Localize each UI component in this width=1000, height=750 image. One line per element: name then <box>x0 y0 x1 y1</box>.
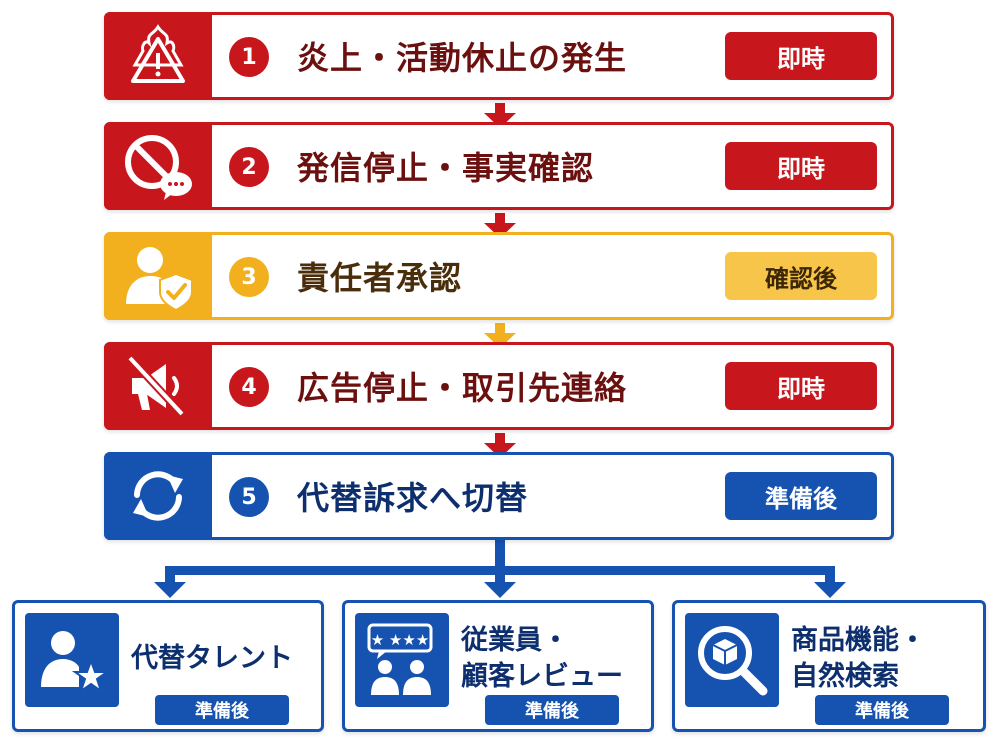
switch-cycle-icon <box>104 452 212 540</box>
step-title: 責任者承認 <box>297 259 463 297</box>
option-title-line1: 従業員・ <box>461 625 569 656</box>
timing-badge: 即時 <box>725 142 877 190</box>
timing-badge: 即時 <box>725 32 877 80</box>
step-title: 広告停止・取引先連絡 <box>297 369 628 407</box>
step-3-approval: 3 責任者承認 確認後 <box>104 232 894 320</box>
option-card-product-search: 商品機能・ 自然検索 準備後 <box>672 600 986 732</box>
option-title-line2: 顧客レビュー <box>461 661 623 692</box>
manager-approval-icon <box>104 232 212 320</box>
step-title: 発信停止・事実確認 <box>297 149 595 187</box>
person-star-icon <box>25 613 119 707</box>
step-5-switch-appeal: 5 代替訴求へ切替 準備後 <box>104 452 894 540</box>
svg-text:★ ★★★: ★ ★★★ <box>371 631 430 649</box>
step-title: 炎上・活動休止の発生 <box>297 39 628 77</box>
step-number: 4 <box>229 367 269 407</box>
timing-badge: 準備後 <box>155 695 289 725</box>
option-card-reviews: ★ ★★★ 従業員・ 顧客レビュー 準備後 <box>342 600 654 732</box>
step-2-stop-posting: 2 発信停止・事実確認 即時 <box>104 122 894 210</box>
timing-badge: 準備後 <box>485 695 619 725</box>
muted-megaphone-icon <box>104 342 212 430</box>
arrow-4-5 <box>484 433 516 458</box>
timing-badge: 即時 <box>725 362 877 410</box>
step-number: 5 <box>229 477 269 517</box>
fire-warning-icon <box>104 12 212 100</box>
step-number: 2 <box>229 147 269 187</box>
timing-badge: 確認後 <box>725 252 877 300</box>
arrow-2-3 <box>484 213 516 238</box>
search-product-icon <box>685 613 779 707</box>
arrow-1-2 <box>484 103 516 128</box>
review-people-icon: ★ ★★★ <box>355 613 449 707</box>
branch-connector <box>154 538 846 598</box>
step-number: 3 <box>229 257 269 297</box>
timing-badge: 準備後 <box>815 695 949 725</box>
option-title-line1: 商品機能・ <box>791 625 926 656</box>
step-title: 代替訴求へ切替 <box>297 479 529 517</box>
option-card-alt-talent: 代替タレント 準備後 <box>12 600 324 732</box>
option-title-line1: 代替タレント <box>131 643 293 674</box>
no-posting-icon <box>104 122 212 210</box>
step-number: 1 <box>229 37 269 77</box>
arrow-3-4 <box>484 323 516 348</box>
step-4-ad-stop: 4 広告停止・取引先連絡 即時 <box>104 342 894 430</box>
step-1-incident: 1 炎上・活動休止の発生 即時 <box>104 12 894 100</box>
option-title-line2: 自然検索 <box>791 661 899 692</box>
timing-badge: 準備後 <box>725 472 877 520</box>
